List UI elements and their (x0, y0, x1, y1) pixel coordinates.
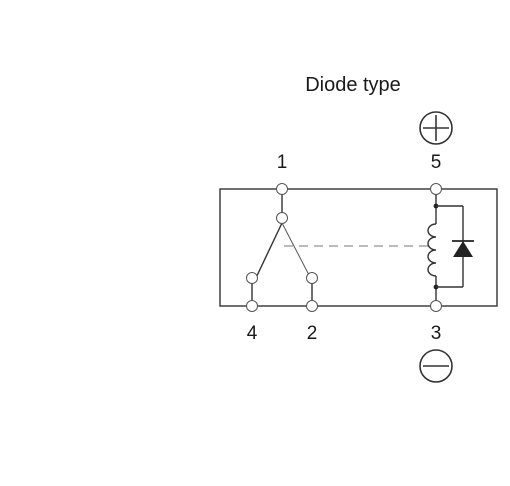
pin-label-2: 2 (307, 323, 318, 344)
relay-housing (219, 188, 498, 307)
diode-branch (433, 203, 464, 290)
terminal-1 (276, 183, 288, 195)
contact-common (276, 212, 288, 224)
relay-coil (427, 194, 437, 303)
terminal-2 (306, 300, 318, 312)
contact-no (306, 272, 318, 284)
pin-label-3: 3 (431, 323, 442, 344)
switch-contacts (251, 194, 313, 303)
pin-label-4: 4 (247, 323, 258, 344)
diagram-title: Diode type (305, 74, 401, 96)
minus-circle-icon (419, 349, 453, 383)
pin-label-1: 1 (277, 152, 288, 173)
terminal-4 (246, 300, 258, 312)
plus-circle-icon (419, 111, 453, 145)
pin-label-5: 5 (431, 152, 442, 173)
diode-icon (452, 240, 474, 257)
terminal-3 (430, 300, 442, 312)
terminal-5 (430, 183, 442, 195)
contact-nc (246, 272, 258, 284)
